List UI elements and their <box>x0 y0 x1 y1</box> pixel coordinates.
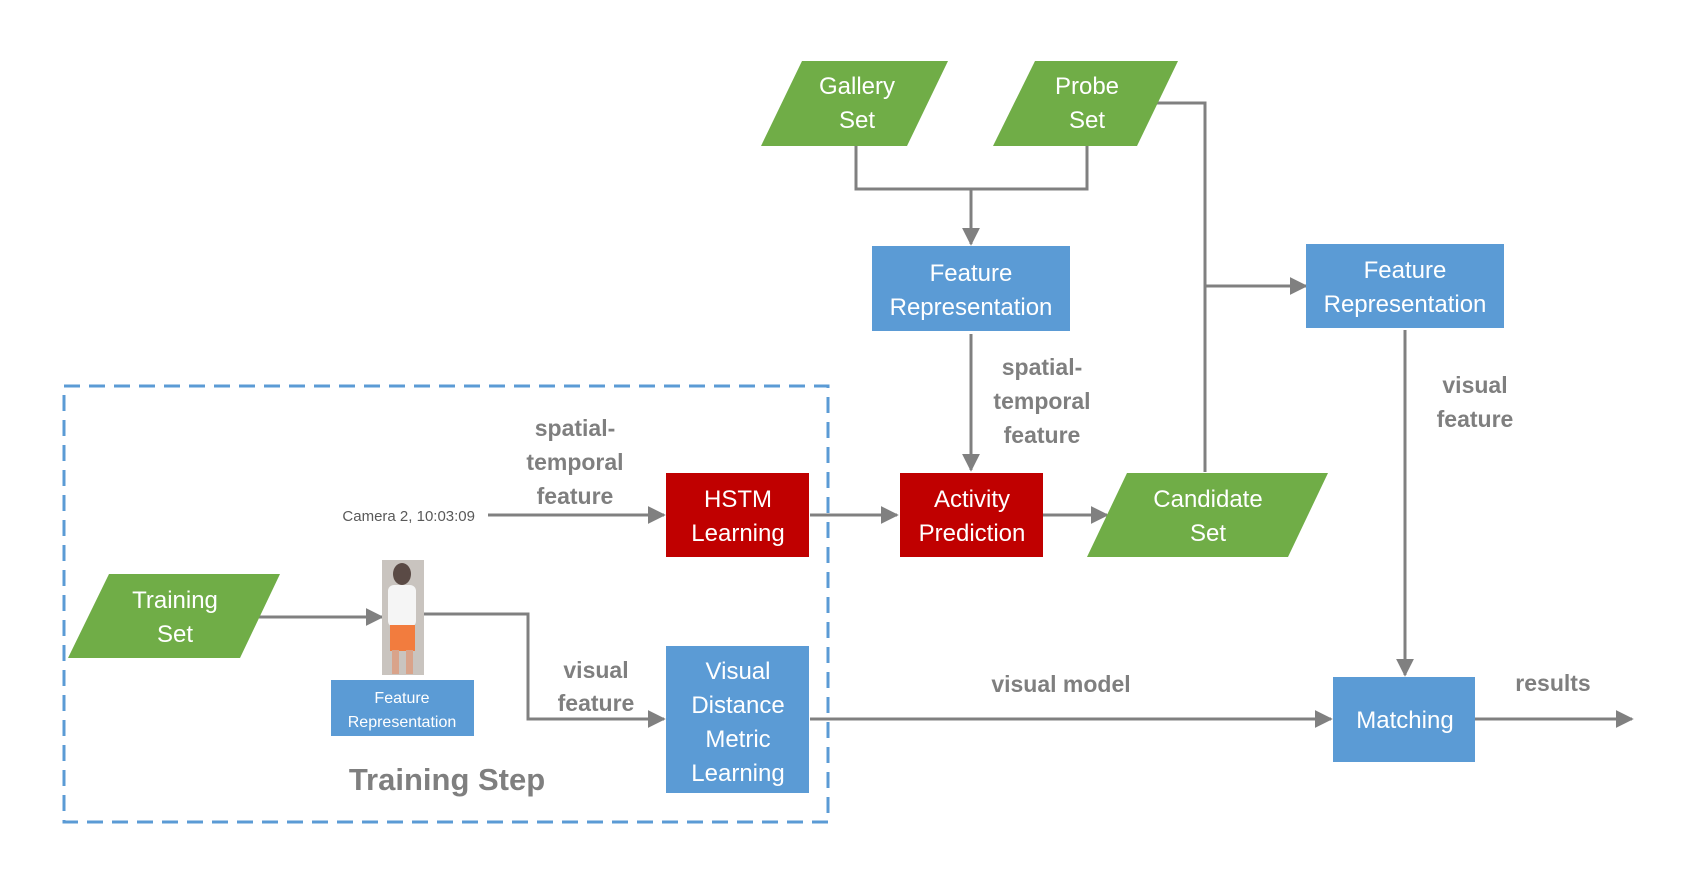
feature-rep-small-node <box>331 680 474 736</box>
text-line: Feature <box>930 260 1013 287</box>
text-line: Metric <box>705 726 770 753</box>
text-line: Feature <box>374 690 429 707</box>
matching-label: Matching <box>1356 707 1453 734</box>
visual-distance-node <box>666 646 809 793</box>
visual-feature-right-label: visual feature <box>1437 372 1514 432</box>
connector-thumbnail-to-visual-distance <box>424 612 666 728</box>
text-line: Gallery <box>819 73 895 100</box>
text-line: Matching <box>1356 707 1453 734</box>
matching-node <box>1333 677 1475 762</box>
connectors <box>259 101 1634 728</box>
text-line: HSTM <box>704 486 772 513</box>
text-line: Representation <box>1324 291 1487 318</box>
text-line: Set <box>1190 520 1226 547</box>
text-line: Representation <box>348 714 457 731</box>
text-line: feature <box>558 690 635 716</box>
text-line: spatial- <box>535 415 616 441</box>
spatial-temporal-left-label: spatial-temporal feature <box>526 415 623 509</box>
connector-probe-to-right <box>1156 101 1207 472</box>
text-line: visual <box>1442 372 1507 398</box>
text-line: Learning <box>691 520 784 547</box>
text-line: Candidate <box>1153 486 1262 513</box>
text-line: Set <box>839 107 875 134</box>
activity-prediction-node <box>900 473 1043 557</box>
text-line: feature <box>1437 406 1514 432</box>
text-line: Learning <box>691 760 784 787</box>
gallery-set-node <box>761 61 948 146</box>
text-line: Distance <box>691 692 784 719</box>
visual-model-label: visual model <box>991 671 1130 697</box>
text-line: Feature <box>1364 257 1447 284</box>
text-line: temporal <box>993 388 1090 414</box>
text-line: Set <box>157 621 193 648</box>
text-line: temporal <box>526 449 623 475</box>
training-step-title: Training Step <box>349 762 545 797</box>
feature-rep-right-node <box>1306 244 1504 328</box>
visual-feature-left-label: visual feature <box>558 657 635 716</box>
text-line: feature <box>537 483 614 509</box>
feature-rep-top-node <box>872 246 1070 331</box>
training-set-node <box>68 574 280 658</box>
text-line: visual <box>563 657 628 683</box>
text-line: Visual <box>706 658 771 685</box>
connector-sets-merge <box>854 146 1089 191</box>
text-line: Training <box>132 587 218 614</box>
text-line: Representation <box>890 294 1053 321</box>
text-line: Probe <box>1055 73 1119 100</box>
results-label: results <box>1515 670 1590 696</box>
probe-set-node <box>993 61 1178 146</box>
hstm-learning-node <box>666 473 809 557</box>
candidate-set-node <box>1087 473 1328 557</box>
camera-caption: Camera 2, 10:03:09 <box>342 508 475 525</box>
training-step-frame <box>62 384 830 824</box>
spatial-temporal-top-label: spatial-temporal feature <box>993 354 1090 448</box>
text-line: Prediction <box>919 520 1026 547</box>
person-thumbnail-icon <box>382 560 424 675</box>
text-line: Set <box>1069 107 1105 134</box>
text-line: feature <box>1004 422 1081 448</box>
hstm-learning-label: HSTM Learning <box>691 486 784 547</box>
text-line: spatial- <box>1002 354 1083 380</box>
text-line: Activity <box>934 486 1010 513</box>
